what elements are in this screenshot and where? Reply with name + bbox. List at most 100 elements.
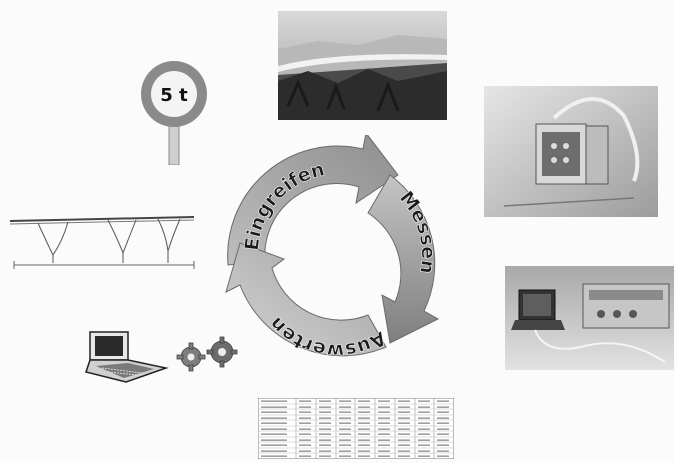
table-cell-mark bbox=[437, 450, 449, 452]
table-cell-mark bbox=[437, 455, 449, 457]
table-cell-mark bbox=[398, 428, 410, 430]
table-cell-mark bbox=[299, 411, 311, 413]
table-cell-mark bbox=[339, 417, 351, 419]
table-cell-mark bbox=[299, 428, 311, 430]
table-cell-mark bbox=[261, 450, 287, 452]
table-cell-mark bbox=[398, 417, 410, 419]
table-cell-mark bbox=[378, 400, 390, 402]
table-cell-mark bbox=[319, 444, 331, 446]
table-cell-mark bbox=[358, 450, 370, 452]
cycle-diagram: Eingreifen Messen Auswerten bbox=[218, 131, 456, 373]
table-cell-mark bbox=[358, 455, 370, 457]
table-cell-mark bbox=[378, 444, 390, 446]
weight-limit-sign: 5 t bbox=[136, 60, 212, 166]
table-cell-mark bbox=[378, 428, 390, 430]
table-cell-mark bbox=[418, 411, 430, 413]
table-cell-mark bbox=[299, 433, 311, 435]
table-cell-mark bbox=[378, 406, 390, 408]
table-cell-mark bbox=[261, 439, 287, 441]
table-cell-mark bbox=[398, 406, 410, 408]
table-cell-mark bbox=[437, 422, 449, 424]
table-cell-mark bbox=[437, 444, 449, 446]
table-cell-mark bbox=[418, 428, 430, 430]
table-cell-mark bbox=[358, 444, 370, 446]
table-cell-mark bbox=[378, 439, 390, 441]
table-cell-mark bbox=[261, 411, 287, 413]
field-equipment-photo bbox=[505, 266, 674, 370]
table-cell-mark bbox=[437, 406, 449, 408]
table-cell-mark bbox=[299, 455, 311, 457]
table-cell-mark bbox=[261, 455, 287, 457]
table-cell-mark bbox=[339, 439, 351, 441]
table-cell-mark bbox=[378, 422, 390, 424]
table-cell-mark bbox=[299, 439, 311, 441]
table-cell-mark bbox=[358, 406, 370, 408]
table-cell-mark bbox=[261, 400, 287, 402]
table-cell-mark bbox=[339, 400, 351, 402]
table-cell-mark bbox=[319, 455, 331, 457]
table-cell-mark bbox=[437, 400, 449, 402]
table-cell-mark bbox=[398, 422, 410, 424]
table-cell-mark bbox=[319, 450, 331, 452]
bridge-structure-drawing bbox=[8, 205, 196, 271]
table-cell-mark bbox=[437, 439, 449, 441]
table-cell-mark bbox=[378, 433, 390, 435]
table-cell-mark bbox=[378, 455, 390, 457]
table-cell-mark bbox=[418, 417, 430, 419]
table-cell-mark bbox=[398, 400, 410, 402]
table-cell-mark bbox=[261, 422, 287, 424]
sign-label: 5 t bbox=[160, 85, 188, 106]
table-cell-mark bbox=[358, 400, 370, 402]
table-cell-mark bbox=[358, 428, 370, 430]
cycle-arrow-eingreifen bbox=[227, 131, 399, 266]
table-cell-mark bbox=[261, 428, 287, 430]
table-cell-mark bbox=[319, 428, 331, 430]
table-cell-mark bbox=[261, 417, 287, 419]
measurement-box-photo bbox=[484, 86, 658, 217]
table-cell-mark bbox=[299, 406, 311, 408]
table-cell-mark bbox=[378, 417, 390, 419]
table-cell-mark bbox=[319, 400, 331, 402]
table-cell-mark bbox=[299, 417, 311, 419]
table-cell-mark bbox=[319, 411, 331, 413]
table-cell-mark bbox=[319, 433, 331, 435]
table-cell-mark bbox=[418, 406, 430, 408]
table-cell-mark bbox=[418, 439, 430, 441]
table-cell-mark bbox=[358, 417, 370, 419]
table-cell-mark bbox=[398, 444, 410, 446]
table-cell-mark bbox=[358, 411, 370, 413]
table-cell-mark bbox=[299, 400, 311, 402]
table-cell-mark bbox=[398, 450, 410, 452]
table-cell-mark bbox=[299, 422, 311, 424]
gear-icon bbox=[176, 342, 206, 372]
table-cell-mark bbox=[299, 450, 311, 452]
table-cell-mark bbox=[319, 422, 331, 424]
table-cell-mark bbox=[339, 422, 351, 424]
table-cell-mark bbox=[378, 411, 390, 413]
table-cell-mark bbox=[261, 433, 287, 435]
table-cell-mark bbox=[358, 422, 370, 424]
table-cell-mark bbox=[261, 444, 287, 446]
table-cell-mark bbox=[339, 444, 351, 446]
table-cell-mark bbox=[319, 439, 331, 441]
table-cell-mark bbox=[398, 433, 410, 435]
table-cell-mark bbox=[437, 417, 449, 419]
cycle-arrow-messen bbox=[367, 174, 440, 344]
table-cell-mark bbox=[437, 411, 449, 413]
table-cell-mark bbox=[418, 433, 430, 435]
table-cell-mark bbox=[418, 400, 430, 402]
table-cell-mark bbox=[418, 455, 430, 457]
table-cell-mark bbox=[299, 444, 311, 446]
table-cell-mark bbox=[339, 406, 351, 408]
table-cell-mark bbox=[339, 411, 351, 413]
table-cell-mark bbox=[437, 428, 449, 430]
laptop-illustration bbox=[82, 328, 174, 386]
bridge-photo bbox=[278, 11, 447, 120]
table-cell-mark bbox=[398, 439, 410, 441]
data-table-image bbox=[257, 397, 455, 460]
gear-icon bbox=[206, 336, 238, 368]
table-cell-mark bbox=[358, 433, 370, 435]
table-cell-mark bbox=[398, 455, 410, 457]
table-cell-mark bbox=[339, 428, 351, 430]
